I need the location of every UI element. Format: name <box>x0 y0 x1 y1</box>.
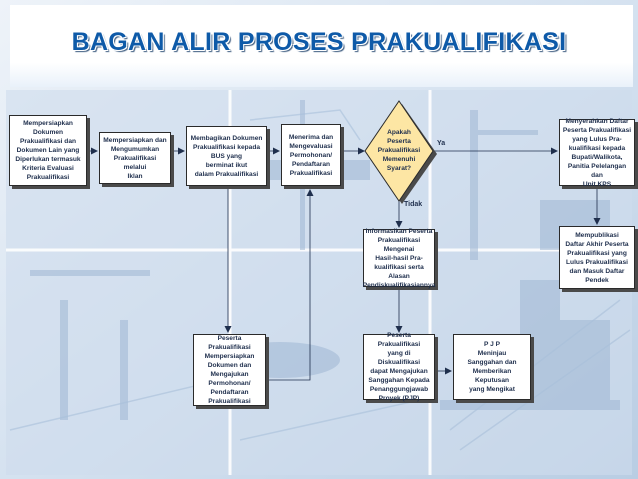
node-prepare-documents: Mempersiapkan Dokumen Prakualifikasi dan… <box>9 115 87 186</box>
node-receive-evaluate: Menerima dan Mengevaluasi Permohonan/ Pe… <box>281 124 341 186</box>
node-publish-final-list: Mempublikasi Daftar Akhir Peserta Prakua… <box>559 226 635 289</box>
slide-title: BAGAN ALIR PROSES PRAKUALIFIKASI <box>71 28 567 56</box>
edge-label-no: Tidak <box>404 201 423 208</box>
node-participant-apply: Peserta Prakualifikasi Mempersiapkan Dok… <box>193 334 266 406</box>
node-distribute-documents: Membagikan Dokumen Prakualifikasi kepada… <box>186 126 267 186</box>
node-submit-passed-list: Menyerahkan Daftar Peserta Prakualifikas… <box>559 118 635 188</box>
decision-diamond <box>364 100 434 202</box>
edge-label-yes: Ya <box>437 140 446 147</box>
decision-text: Apakah Peserta Prakualifikasi Memenuhi S… <box>377 128 421 172</box>
node-disqualified-objection: Peserta Prakualifikasi yang di Diskualif… <box>363 332 435 402</box>
node-announce-prequalification: Mempersiapkan dan Mengumumkan Prakualifi… <box>99 132 171 184</box>
node-pjp-review: P J P Meninjau Sanggahan dan Memberikan … <box>453 334 531 400</box>
title-bar <box>10 5 633 87</box>
arrow-n9-n4 <box>266 189 314 381</box>
node-inform-results: Informasikan Peserta Prakualifikasi Meng… <box>362 227 436 289</box>
